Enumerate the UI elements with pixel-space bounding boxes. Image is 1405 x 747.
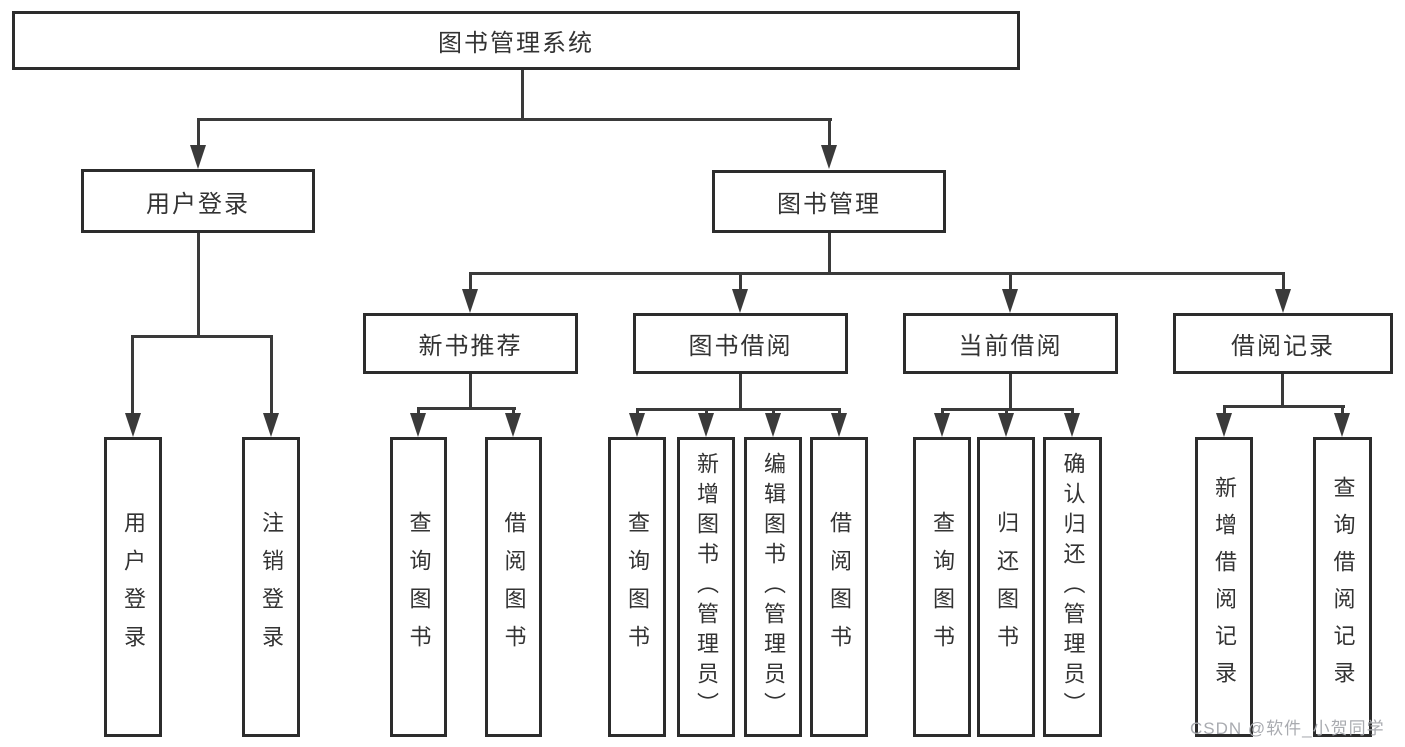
arrowhead-book-mgmt (821, 145, 837, 169)
leaf-add-book-label: 新增图书（管理员） (694, 452, 719, 722)
connector-drop-book-borrow (739, 272, 742, 292)
leaf-borrow-book-1-label: 借阅图书 (501, 511, 527, 663)
leaf-query-book-3-label: 查询图书 (930, 511, 955, 663)
connector-drop-leaf-login (131, 335, 134, 414)
connector-drop-book-mgmt (828, 118, 831, 148)
leaf-query-book-2-label: 查询图书 (625, 511, 650, 663)
arrowhead-leaf-logout (263, 413, 279, 437)
arrowhead-user-login (190, 145, 206, 169)
connector-drop-borrow2 (838, 408, 841, 417)
connector-user-login-hline (132, 335, 273, 338)
leaf-add-book: 新增图书（管理员） (677, 437, 735, 737)
node-user-login: 用户登录 (81, 169, 315, 233)
node-root-label: 图书管理系统 (438, 30, 594, 57)
leaf-edit-book: 编辑图书（管理员） (744, 437, 802, 737)
node-new-rec: 新书推荐 (363, 313, 578, 374)
leaf-logout-label: 注销登录 (259, 511, 284, 663)
arrowhead-query1 (410, 413, 426, 437)
connector-drop-query1 (417, 407, 420, 417)
node-borrow-rec-label: 借阅记录 (1231, 333, 1335, 360)
arrowhead-borrow2 (831, 413, 847, 437)
connector-new-rec-vline (469, 374, 472, 407)
arrowhead-cur-borrow (1002, 289, 1018, 313)
leaf-query-book-1: 查询图书 (390, 437, 447, 737)
connector-book-borrow-hline (636, 408, 841, 411)
arrowhead-return-book (998, 413, 1014, 437)
leaf-borrow-book-1: 借阅图书 (485, 437, 542, 737)
leaf-query-book-1-label: 查询图书 (406, 511, 432, 663)
leaf-user-login: 用户登录 (104, 437, 162, 737)
node-book-borrow-label: 图书借阅 (688, 333, 793, 360)
node-book-mgmt-label: 图书管理 (777, 191, 881, 218)
arrowhead-query2 (629, 413, 645, 437)
connector-book-mgmt-vline (828, 233, 831, 272)
connector-drop-confirm-return (1071, 408, 1074, 417)
arrowhead-add-book (698, 413, 714, 437)
connector-drop-add-book (705, 408, 708, 417)
connector-drop-return-book (1005, 408, 1008, 417)
leaf-borrow-book-2: 借阅图书 (810, 437, 868, 737)
leaf-query-book-3: 查询图书 (913, 437, 971, 737)
connector-drop-query2 (636, 408, 639, 417)
connector-drop-new-rec (469, 272, 472, 292)
node-book-borrow: 图书借阅 (633, 313, 848, 374)
connector-root-vline (521, 70, 524, 118)
node-root: 图书管理系统 (12, 11, 1020, 70)
arrowhead-leaf-login (125, 413, 141, 437)
leaf-user-login-label: 用户登录 (121, 511, 146, 663)
connector-cur-borrow-vline (1009, 374, 1012, 408)
leaf-query-record: 查询借阅记录 (1313, 437, 1372, 737)
leaf-borrow-book-2-label: 借阅图书 (827, 511, 852, 663)
node-cur-borrow-label: 当前借阅 (958, 333, 1063, 360)
arrowhead-query3 (934, 413, 950, 437)
connector-drop-borrow-rec (1282, 272, 1285, 292)
node-book-mgmt: 图书管理 (712, 170, 946, 233)
leaf-add-record: 新增借阅记录 (1195, 437, 1253, 737)
leaf-logout: 注销登录 (242, 437, 300, 737)
node-borrow-rec: 借阅记录 (1173, 313, 1393, 374)
arrowhead-borrow-rec (1275, 289, 1291, 313)
node-cur-borrow: 当前借阅 (903, 313, 1118, 374)
arrowhead-book-borrow (732, 289, 748, 313)
connector-drop-edit-book (772, 408, 775, 417)
leaf-confirm-return: 确认归还（管理员） (1043, 437, 1102, 737)
arrowhead-add-record (1216, 413, 1232, 437)
arrowhead-edit-book (765, 413, 781, 437)
connector-drop-cur-borrow (1009, 272, 1012, 292)
arrowhead-new-rec (462, 289, 478, 313)
arrowhead-confirm-return (1064, 413, 1080, 437)
leaf-return-book: 归还图书 (977, 437, 1035, 737)
connector-user-login-vline (197, 233, 200, 335)
connector-drop-add-record (1223, 405, 1226, 417)
leaf-query-book-2: 查询图书 (608, 437, 666, 737)
leaf-edit-book-label: 编辑图书（管理员） (761, 452, 786, 722)
csdn-watermark: CSDN @软件_小贺同学 (1190, 719, 1385, 738)
arrowhead-borrow1 (505, 413, 521, 437)
node-user-login-label: 用户登录 (146, 190, 250, 218)
arrowhead-query-record (1334, 413, 1350, 437)
connector-drop-user-login (197, 118, 200, 148)
connector-drop-query-record (1341, 405, 1344, 417)
connector-book-mgmt-hline (469, 272, 1285, 275)
connector-borrow-rec-hline (1223, 405, 1345, 408)
connector-new-rec-hline (417, 407, 516, 410)
leaf-return-book-label: 归还图书 (994, 511, 1019, 663)
connector-drop-borrow1 (512, 407, 515, 417)
connector-drop-query3 (941, 408, 944, 417)
leaf-confirm-return-label: 确认归还（管理员） (1060, 452, 1086, 722)
connector-root-hline (197, 118, 832, 121)
connector-book-borrow-vline (739, 374, 742, 408)
leaf-query-record-label: 查询借阅记录 (1330, 476, 1356, 698)
leaf-add-record-label: 新增借阅记录 (1212, 476, 1237, 698)
connector-borrow-rec-vline (1281, 374, 1284, 405)
connector-drop-leaf-logout (270, 335, 273, 414)
node-new-rec-label: 新书推荐 (418, 333, 523, 360)
